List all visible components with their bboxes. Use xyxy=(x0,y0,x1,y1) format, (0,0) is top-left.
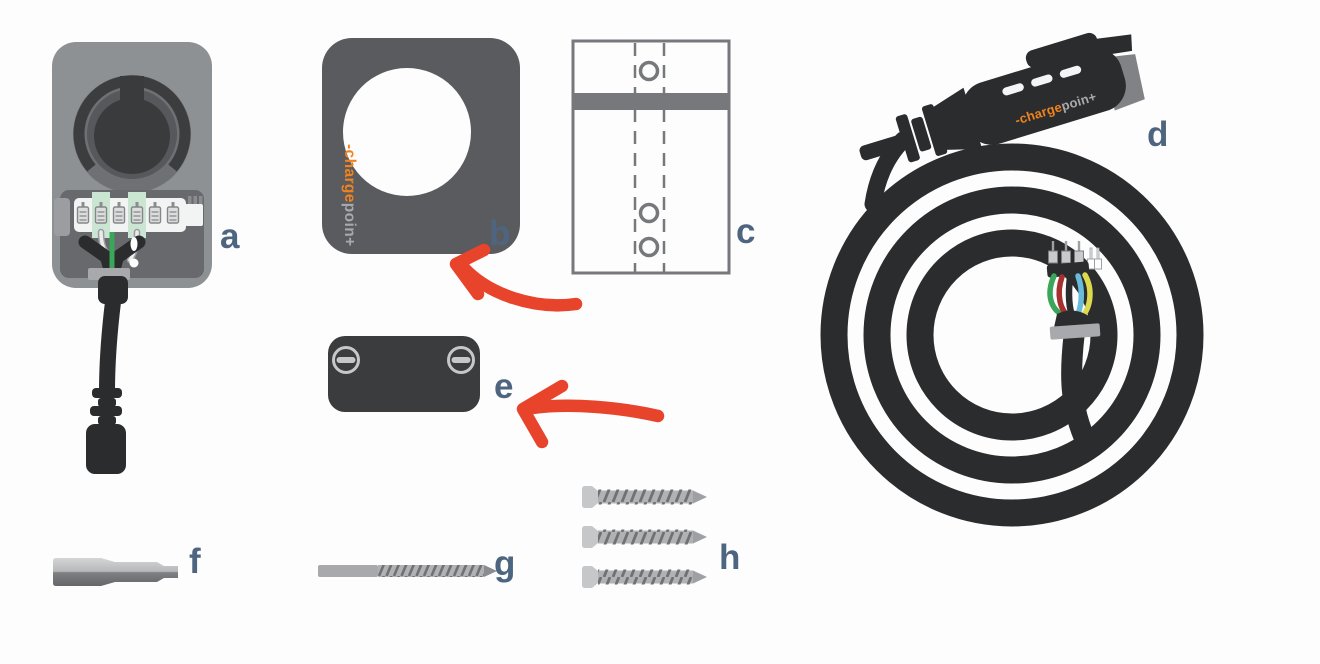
template-fold-lines xyxy=(633,43,666,272)
side-connector-block xyxy=(185,196,203,226)
template-band xyxy=(573,93,729,110)
cover-screw-right xyxy=(447,346,475,374)
part-f-stepped-bit xyxy=(53,558,178,586)
cable-end-plug xyxy=(86,424,126,474)
station-power-cable xyxy=(86,276,128,474)
part-label-e: e xyxy=(494,367,514,406)
screw-1 xyxy=(582,486,707,508)
screw-3 xyxy=(582,566,707,588)
wire-leads xyxy=(1046,241,1102,340)
connector-vents xyxy=(1002,65,1082,96)
part-h-screws xyxy=(582,486,707,588)
part-label-f: f xyxy=(189,542,201,581)
part-d-charging-cable: -chargepoin+ xyxy=(820,32,1204,527)
arrow-to-faceplate xyxy=(449,243,583,312)
cable-coil xyxy=(820,143,1204,527)
cable-tail xyxy=(1061,325,1098,455)
arrow-to-access-cover xyxy=(516,379,665,449)
part-e-access-cover xyxy=(328,336,480,412)
part-label-h: h xyxy=(719,538,741,577)
screw-2 xyxy=(582,526,707,548)
faceplate-opening xyxy=(343,68,471,196)
cable-gland xyxy=(1049,323,1101,340)
connector-handle: -chargepoin+ xyxy=(859,32,1145,163)
brand-wordmark-vertical: -chargepoin+ xyxy=(341,144,358,247)
part-g-drill-bit xyxy=(318,565,497,577)
part-a-charging-station xyxy=(52,42,212,474)
part-c-mounting-template xyxy=(571,39,731,275)
part-label-d: d xyxy=(1147,115,1169,154)
terminal-block xyxy=(74,192,203,238)
round-socket xyxy=(94,98,170,174)
callout-arrows xyxy=(449,243,665,449)
cover-screw-left xyxy=(332,346,360,374)
connector-latch xyxy=(1025,32,1098,68)
template-drill-holes xyxy=(638,60,660,258)
crimp-pins xyxy=(1048,241,1102,270)
part-label-a: a xyxy=(220,217,240,256)
part-b-faceplate: -chargepoin+ xyxy=(322,38,520,254)
part-label-g: g xyxy=(494,544,516,583)
part-label-b: b xyxy=(489,214,511,253)
part-label-c: c xyxy=(736,212,756,251)
